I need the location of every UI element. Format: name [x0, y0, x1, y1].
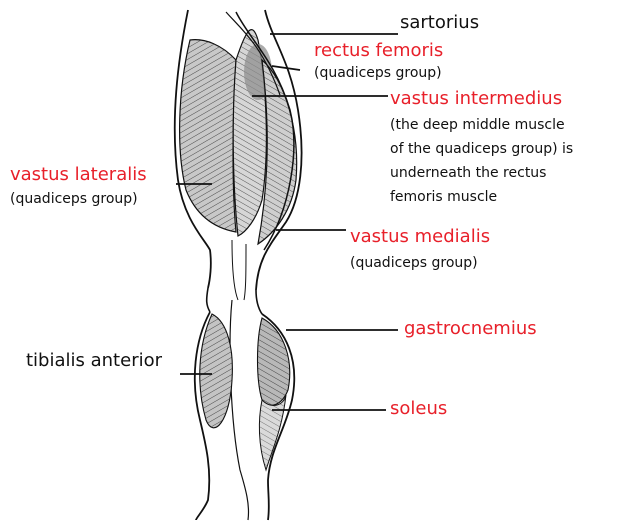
label-rectus-femoris: rectus femoris	[314, 42, 443, 60]
knee-outline	[207, 288, 262, 314]
label-vastus-medialis-group: (quadiceps group)	[350, 256, 478, 270]
label-vastus-intermedius: vastus intermedius	[390, 90, 562, 108]
label-vastus-medialis: vastus medialis	[350, 228, 490, 246]
label-tibialis-anterior: tibialis anterior	[26, 352, 162, 370]
label-vastus-intermedius-note-4: femoris muscle	[390, 190, 497, 204]
label-vastus-intermedius-note-1: (the deep middle muscle	[390, 118, 565, 132]
label-soleus: soleus	[390, 400, 447, 418]
label-gastrocnemius: gastrocnemius	[404, 320, 537, 338]
label-vastus-intermedius-note-2: of the quadiceps group) is	[390, 142, 573, 156]
label-sartorius: sartorius	[400, 14, 479, 32]
label-vastus-intermedius-note-3: underneath the rectus	[390, 166, 546, 180]
label-vastus-lateralis-group: (quadiceps group)	[10, 192, 138, 206]
label-vastus-lateralis: vastus lateralis	[10, 166, 147, 184]
label-rectus-femoris-group: (quadiceps group)	[314, 66, 442, 80]
